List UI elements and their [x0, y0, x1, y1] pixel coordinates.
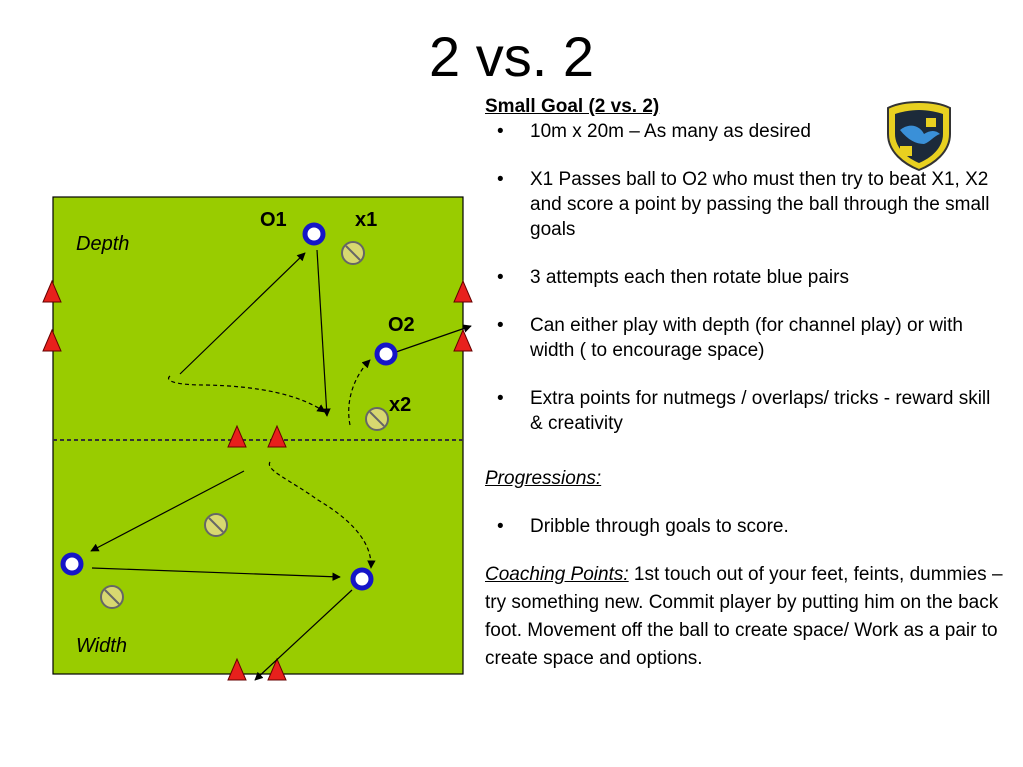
cone: [227, 657, 247, 681]
label-o1: O1: [260, 209, 287, 231]
attacker-o1: [302, 222, 326, 246]
pass-arrow: [179, 252, 306, 375]
list-item: X1 Passes ball to O2 who must then try t…: [485, 167, 1005, 242]
label-o2: O2: [388, 314, 415, 336]
defender-x2: [365, 407, 389, 431]
list-item: Can either play with depth (for channel …: [485, 313, 1005, 363]
run-arrow: [168, 375, 326, 413]
label-x2: x2: [389, 394, 411, 416]
list-item: Extra points for nutmegs / overlaps/ tri…: [485, 386, 1005, 436]
progressions-heading: Progressions:: [485, 468, 602, 489]
attacker: [60, 552, 84, 576]
cone: [42, 279, 62, 303]
label-x1: x1: [355, 209, 377, 231]
pass-arrow: [316, 249, 331, 417]
section-heading: Small Goal (2 vs. 2): [485, 96, 660, 117]
run-arrow: [348, 359, 371, 426]
drill-description: Small Goal (2 vs. 2) 10m x 20m – As many…: [485, 94, 1005, 673]
pass-arrow: [90, 470, 245, 552]
list-item: 10m x 20m – As many as desired: [485, 119, 1005, 144]
cone: [267, 657, 287, 681]
coaching-label: Coaching Points:: [485, 564, 629, 585]
cone: [453, 328, 473, 352]
defender-x1: [341, 241, 365, 265]
attacker-o2: [374, 342, 398, 366]
label-depth: Depth: [76, 233, 129, 255]
defender: [100, 585, 124, 609]
cone: [267, 424, 287, 448]
list-item: Dribble through goals to score.: [485, 514, 1005, 539]
cone: [42, 328, 62, 352]
pass-arrow: [254, 589, 353, 681]
pass-arrow: [91, 567, 341, 581]
run-arrow: [268, 461, 376, 569]
cone: [453, 279, 473, 303]
attacker: [350, 567, 374, 591]
instruction-list: 10m x 20m – As many as desired X1 Passes…: [485, 119, 1005, 436]
cone: [227, 424, 247, 448]
slide-title: 2 vs. 2: [429, 25, 594, 88]
list-item: 3 attempts each then rotate blue pairs: [485, 265, 1005, 290]
coaching-points: Coaching Points: 1st touch out of your f…: [485, 561, 1005, 673]
pass-arrow: [395, 324, 472, 353]
coaching-text: 1st touch out of your feet, feints, dumm…: [485, 564, 1003, 669]
label-width: Width: [76, 635, 127, 657]
defender: [204, 513, 228, 537]
progressions-list: Dribble through goals to score.: [485, 514, 1005, 539]
